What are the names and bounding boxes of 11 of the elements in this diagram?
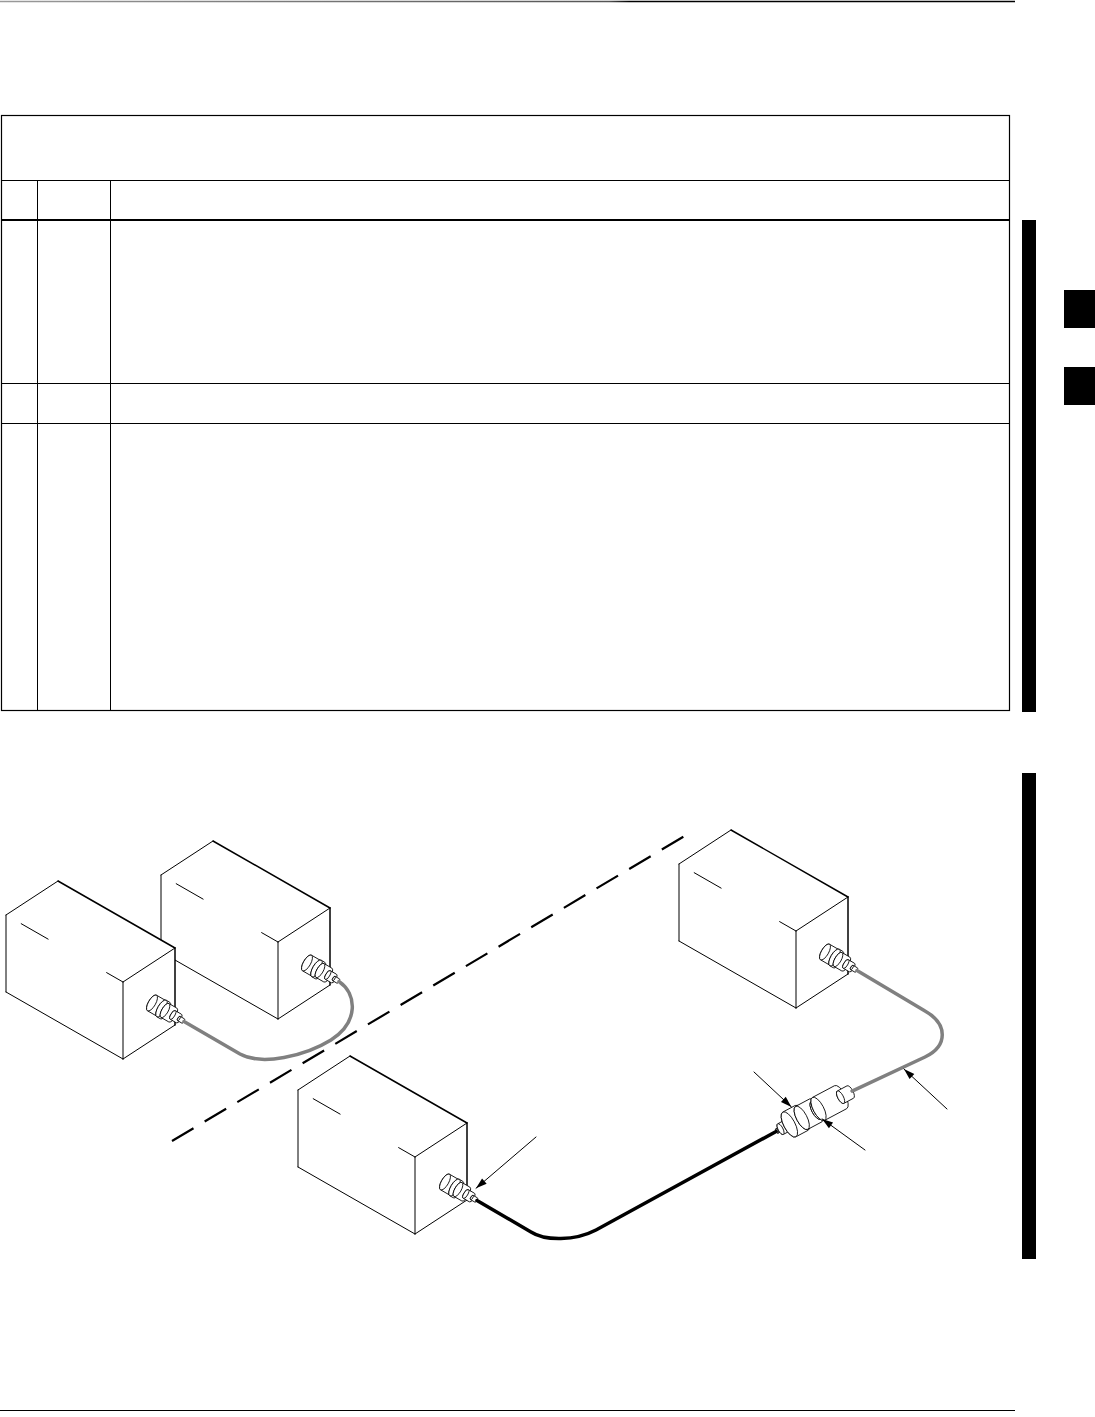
equipment-box [297,1055,480,1235]
leader-arrow [821,1118,866,1151]
leader-arrow [903,1068,948,1110]
equipment-box [678,829,860,1009]
leader-arrow [753,1071,792,1108]
cable [182,979,354,1061]
cable [475,1129,778,1241]
leader-arrow [475,1136,537,1189]
equipment-box [160,840,342,1020]
cable-adapter [773,1082,858,1141]
equipment-box [5,880,187,1060]
